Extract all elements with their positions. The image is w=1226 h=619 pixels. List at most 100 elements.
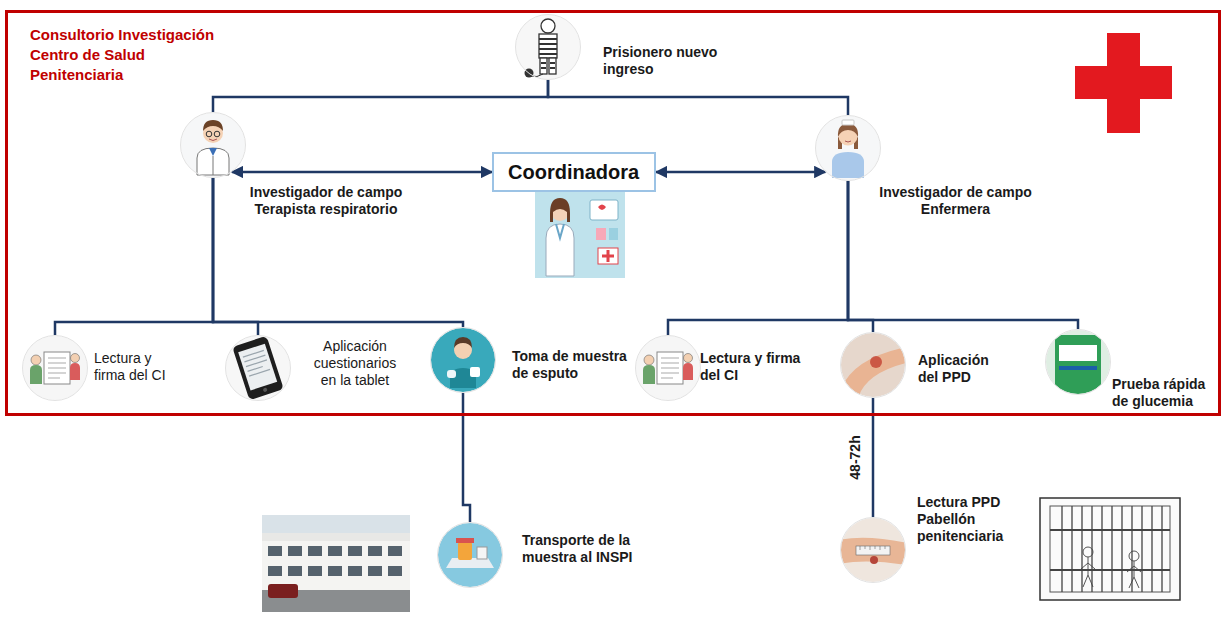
step-icon-node: Lectura PPD Pabellón penitenciaria bbox=[840, 517, 906, 583]
step-icon-node: Aplicación cuestionarios en la tablet bbox=[225, 335, 291, 401]
step-icon-node: Prueba rápida de glucemia bbox=[1045, 329, 1111, 395]
prisoner-icon bbox=[541, 19, 555, 33]
prison-cell-drawing bbox=[1050, 530, 1170, 570]
ppd-arm-icon bbox=[840, 348, 910, 398]
text-group: Investigador de campo Terapista respirat… bbox=[236, 184, 416, 218]
coordinator-illustration bbox=[609, 228, 618, 240]
illustration-layer bbox=[23, 336, 87, 400]
prisoner-icon bbox=[516, 15, 580, 79]
researcher-icon bbox=[203, 120, 223, 131]
connector-line bbox=[463, 393, 470, 522]
building-photo bbox=[268, 584, 298, 598]
edge-label: 48-72h bbox=[846, 433, 863, 481]
building-photo bbox=[262, 533, 410, 541]
tablet-icon bbox=[238, 344, 277, 391]
illustration-layer bbox=[636, 336, 700, 400]
ppd-reading-icon bbox=[860, 546, 885, 550]
prison-cell-drawing bbox=[1062, 506, 1162, 592]
prisoner-icon bbox=[539, 34, 557, 58]
ppd-reading-icon bbox=[838, 538, 912, 566]
step-label: Lectura y firma del CI bbox=[700, 350, 810, 384]
coordinator-illustration bbox=[596, 228, 606, 240]
text-group: Aplicación del PPD bbox=[918, 352, 1003, 386]
sputum-sample-icon bbox=[431, 328, 495, 392]
text-group: Aplicación cuestionarios en la tablet bbox=[305, 338, 405, 389]
transport-icon bbox=[477, 547, 487, 559]
step-label: Lectura y firma del CI bbox=[94, 350, 179, 384]
researcher-icon bbox=[213, 156, 214, 175]
step-label: Aplicación cuestionarios en la tablet bbox=[305, 338, 405, 389]
step-label: Prisionero nuevo ingreso bbox=[603, 44, 733, 78]
step-icon-node: Transporte de la muestra al INSPI bbox=[437, 522, 503, 588]
step-icon-node: Lectura y firma del CI bbox=[635, 335, 701, 401]
tablet-icon bbox=[232, 336, 284, 400]
sputum-sample-icon bbox=[447, 370, 456, 378]
researcher-icon bbox=[214, 131, 220, 137]
prisoner-icon bbox=[516, 15, 580, 79]
nurse-icon bbox=[842, 120, 854, 125]
sputum-sample-icon bbox=[470, 367, 480, 377]
red-cross bbox=[1075, 33, 1172, 133]
step-icon-node: Lectura y firma del CI bbox=[22, 335, 88, 401]
coordinator-illustration bbox=[535, 192, 625, 278]
nurse-icon bbox=[838, 124, 858, 137]
connector-line bbox=[668, 181, 848, 335]
prisoner-icon bbox=[525, 69, 534, 78]
coordinator-illustration bbox=[535, 192, 625, 278]
text-group: Prisionero nuevo ingreso bbox=[603, 44, 733, 78]
text-group: Lectura y firma del CI bbox=[94, 350, 179, 384]
glucose-test-icon bbox=[1059, 345, 1097, 361]
building-photo bbox=[268, 546, 402, 576]
ppd-reading-icon bbox=[856, 546, 890, 555]
prisoner-icon bbox=[541, 63, 555, 68]
text-group: Coordinadora bbox=[508, 160, 639, 184]
researcher-icon bbox=[181, 113, 245, 177]
glucose-test-icon bbox=[1059, 366, 1097, 370]
ppd-reading-icon bbox=[838, 538, 912, 566]
step-label: Toma de muestra de esputo bbox=[512, 348, 637, 382]
connector-group bbox=[55, 80, 1078, 522]
tablet-icon bbox=[232, 336, 284, 400]
nurse-icon bbox=[816, 116, 880, 180]
ppd-arm-icon bbox=[840, 348, 910, 398]
building-photo bbox=[262, 515, 410, 612]
coordinator-box: Coordinadora bbox=[492, 152, 656, 192]
nurse-icon bbox=[845, 141, 851, 142]
sputum-sample-icon bbox=[431, 328, 495, 392]
connector-line bbox=[656, 171, 825, 174]
prison-cell-drawing bbox=[1050, 506, 1170, 592]
tablet-icon bbox=[243, 350, 270, 376]
connector-line bbox=[55, 178, 213, 335]
building-photo bbox=[262, 541, 410, 590]
prison-cell-drawing bbox=[1040, 498, 1180, 600]
transport-icon bbox=[438, 523, 502, 587]
step-label: Lectura PPD Pabellón penitenciaria bbox=[917, 494, 1022, 545]
clinic-region: Consultorio Investigación Centro de Salu… bbox=[5, 10, 1221, 416]
researcher-icon bbox=[209, 139, 217, 141]
tablet-icon bbox=[263, 387, 268, 392]
step-icon-node: Toma de muestra de esputo bbox=[430, 327, 496, 393]
text-group: Lectura PPD Pabellón penitenciaria bbox=[917, 494, 1022, 545]
text-group: Toma de muestra de esputo bbox=[512, 348, 637, 382]
step-label: Aplicación del PPD bbox=[918, 352, 1003, 386]
ppd-arm-icon bbox=[870, 356, 882, 368]
coordinator-illustration bbox=[598, 248, 618, 264]
sputum-sample-icon bbox=[454, 337, 472, 348]
step-label: Investigador de campo Enfermera bbox=[868, 184, 1043, 218]
glucose-test-icon bbox=[1055, 335, 1101, 395]
glucose-test-icon bbox=[1046, 330, 1110, 395]
connector-line bbox=[213, 80, 548, 112]
transport-icon bbox=[458, 542, 472, 560]
researcher-icon bbox=[206, 131, 212, 137]
coordinator-illustration bbox=[550, 198, 570, 222]
text-group: Prueba rápida de glucemia bbox=[1112, 376, 1212, 410]
prisoner-icon bbox=[540, 58, 547, 74]
prison-cell-drawing bbox=[1127, 561, 1141, 588]
region-title: Consultorio Investigación Centro de Salu… bbox=[30, 25, 230, 85]
connector-line bbox=[848, 181, 1078, 329]
coordinator-illustration bbox=[598, 205, 606, 211]
step-label: Prueba rápida de glucemia bbox=[1112, 376, 1212, 410]
transport-icon bbox=[438, 523, 502, 587]
glucose-test-icon bbox=[1055, 335, 1101, 395]
